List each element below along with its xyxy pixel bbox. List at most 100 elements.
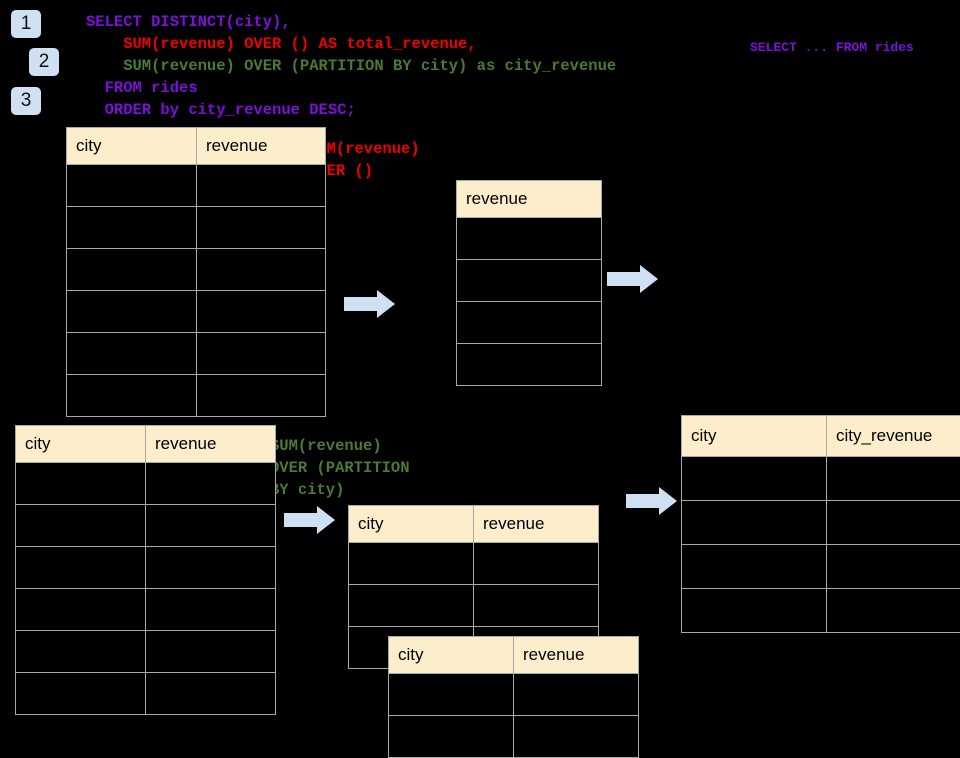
cell-city bbox=[16, 631, 146, 673]
table-header-row: city revenue bbox=[16, 426, 276, 463]
sql-line-sum-over-partition: SUM(revenue) OVER (PARTITION BY city) as… bbox=[86, 57, 616, 75]
cell-city-revenue bbox=[827, 457, 960, 501]
column-header-city: city bbox=[67, 128, 197, 165]
step-badge-2: 2 bbox=[29, 48, 59, 76]
cell-revenue bbox=[197, 165, 326, 207]
cell-revenue bbox=[514, 674, 639, 716]
column-header-city: city bbox=[682, 416, 827, 457]
step-badge-1: 1 bbox=[11, 10, 41, 38]
sql-line-from: FROM rides bbox=[86, 79, 198, 97]
table-row bbox=[682, 545, 960, 589]
cell-city-revenue bbox=[827, 589, 960, 633]
cell-city bbox=[389, 716, 514, 758]
cell-city bbox=[16, 505, 146, 547]
table-row bbox=[349, 585, 599, 627]
table-row bbox=[682, 457, 960, 501]
table-row bbox=[67, 207, 326, 249]
column-header-city: city bbox=[389, 637, 514, 674]
annotation-sum-over-partition: SUM(revenue) OVER (PARTITION BY city) bbox=[270, 435, 410, 501]
table-row bbox=[457, 260, 602, 302]
cell-revenue bbox=[146, 589, 276, 631]
cell-city bbox=[67, 333, 197, 375]
cell-revenue bbox=[457, 260, 602, 302]
cell-revenue bbox=[457, 302, 602, 344]
cell-city bbox=[349, 585, 474, 627]
table-row bbox=[16, 589, 276, 631]
column-header-city: city bbox=[349, 506, 474, 543]
cell-city bbox=[349, 543, 474, 585]
column-header-revenue: revenue bbox=[197, 128, 326, 165]
table-row bbox=[16, 463, 276, 505]
cell-revenue bbox=[514, 716, 639, 758]
partition-table-front: city revenue bbox=[388, 636, 639, 758]
cell-city-revenue bbox=[827, 501, 960, 545]
cell-revenue bbox=[146, 463, 276, 505]
table-row bbox=[67, 291, 326, 333]
table-header-row: city revenue bbox=[67, 128, 326, 165]
table-row bbox=[457, 302, 602, 344]
table-row bbox=[682, 589, 960, 633]
table-header-row: revenue bbox=[457, 181, 602, 218]
table-row bbox=[349, 543, 599, 585]
cell-revenue bbox=[146, 505, 276, 547]
cell-revenue bbox=[197, 333, 326, 375]
cell-revenue bbox=[197, 291, 326, 333]
arrow-right-icon-top-right bbox=[607, 264, 659, 294]
cell-city bbox=[16, 673, 146, 715]
cell-city bbox=[67, 375, 197, 417]
cell-revenue bbox=[474, 543, 599, 585]
table-row bbox=[67, 249, 326, 291]
arrow-right-icon-top-left bbox=[344, 289, 396, 319]
cell-city bbox=[16, 463, 146, 505]
arrow-right-icon-bottom-right bbox=[626, 486, 678, 516]
table-row bbox=[16, 505, 276, 547]
sql-line-select-distinct: SELECT DISTINCT(city), bbox=[86, 13, 291, 31]
result-city-revenue-table: city city_revenue bbox=[681, 415, 960, 633]
sql-line-sum-over-empty: SUM(revenue) OVER () AS total_revenue, bbox=[86, 35, 477, 53]
cell-city bbox=[682, 457, 827, 501]
column-header-revenue: revenue bbox=[514, 637, 639, 674]
table-row bbox=[67, 165, 326, 207]
cell-city bbox=[682, 545, 827, 589]
cell-revenue bbox=[474, 585, 599, 627]
cell-revenue bbox=[197, 207, 326, 249]
cell-revenue bbox=[457, 218, 602, 260]
cell-city bbox=[682, 589, 827, 633]
column-header-city-revenue: city_revenue bbox=[827, 416, 960, 457]
table-row bbox=[389, 674, 639, 716]
cell-revenue bbox=[197, 375, 326, 417]
table-row bbox=[682, 501, 960, 545]
column-header-revenue: revenue bbox=[457, 181, 602, 218]
table-row bbox=[389, 716, 639, 758]
column-header-revenue: revenue bbox=[146, 426, 276, 463]
table-row bbox=[457, 218, 602, 260]
label-select-from-rides: SELECT ... FROM rides bbox=[750, 38, 950, 57]
cell-revenue bbox=[146, 631, 276, 673]
arrow-right-icon-bottom-left bbox=[284, 505, 336, 535]
cell-city bbox=[16, 547, 146, 589]
cell-city-revenue bbox=[827, 545, 960, 589]
cell-revenue bbox=[197, 249, 326, 291]
table-row bbox=[457, 344, 602, 386]
table-header-row: city revenue bbox=[389, 637, 639, 674]
diagram-canvas: 1 2 3 SELECT DISTINCT(city), SUM(revenue… bbox=[0, 0, 960, 720]
table-row bbox=[16, 631, 276, 673]
source-rides-table-bottom: city revenue bbox=[15, 425, 276, 715]
cell-city bbox=[16, 589, 146, 631]
table-row bbox=[16, 547, 276, 589]
cell-city bbox=[67, 249, 197, 291]
cell-city bbox=[67, 165, 197, 207]
cell-revenue bbox=[146, 547, 276, 589]
source-rides-table-top: city revenue bbox=[66, 127, 326, 417]
table-row bbox=[67, 375, 326, 417]
column-header-revenue: revenue bbox=[474, 506, 599, 543]
total-revenue-table: revenue bbox=[456, 180, 602, 386]
cell-revenue bbox=[146, 673, 276, 715]
cell-city bbox=[67, 291, 197, 333]
sql-line-order-by: ORDER by city_revenue DESC; bbox=[86, 101, 356, 119]
table-header-row: city city_revenue bbox=[682, 416, 960, 457]
cell-revenue bbox=[457, 344, 602, 386]
table-header-row: city revenue bbox=[349, 506, 599, 543]
table-row bbox=[16, 673, 276, 715]
cell-city bbox=[67, 207, 197, 249]
